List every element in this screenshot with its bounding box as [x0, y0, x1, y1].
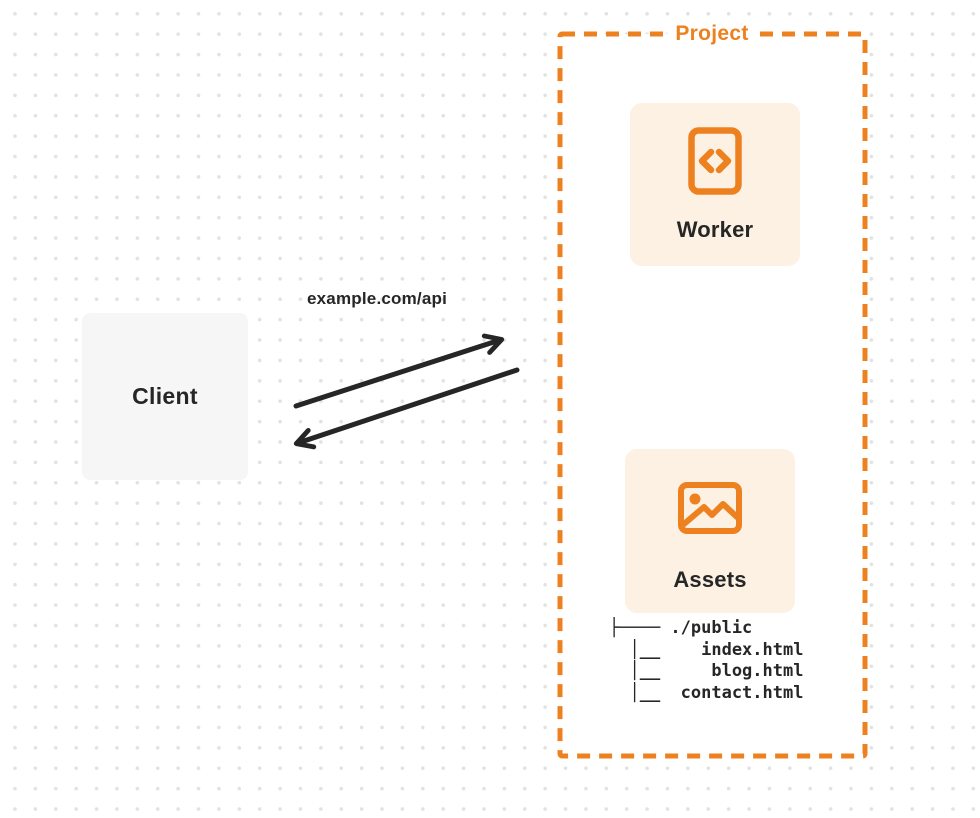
project-label: Project	[667, 21, 757, 47]
assets-card: Assets	[625, 449, 795, 613]
request-url-label: example.com/api	[307, 289, 448, 308]
image-icon	[678, 482, 742, 534]
client-box: Client	[82, 313, 248, 480]
worker-label: Worker	[676, 217, 754, 242]
client-label: Client	[132, 383, 198, 409]
response-arrow	[293, 367, 520, 450]
request-arrow	[293, 333, 505, 409]
assets-label: Assets	[673, 567, 747, 592]
worker-card: Worker	[630, 103, 800, 266]
file-tree: ├──── ./public │__ index.html │__ blog.h…	[609, 618, 804, 704]
code-file-icon	[688, 127, 742, 195]
